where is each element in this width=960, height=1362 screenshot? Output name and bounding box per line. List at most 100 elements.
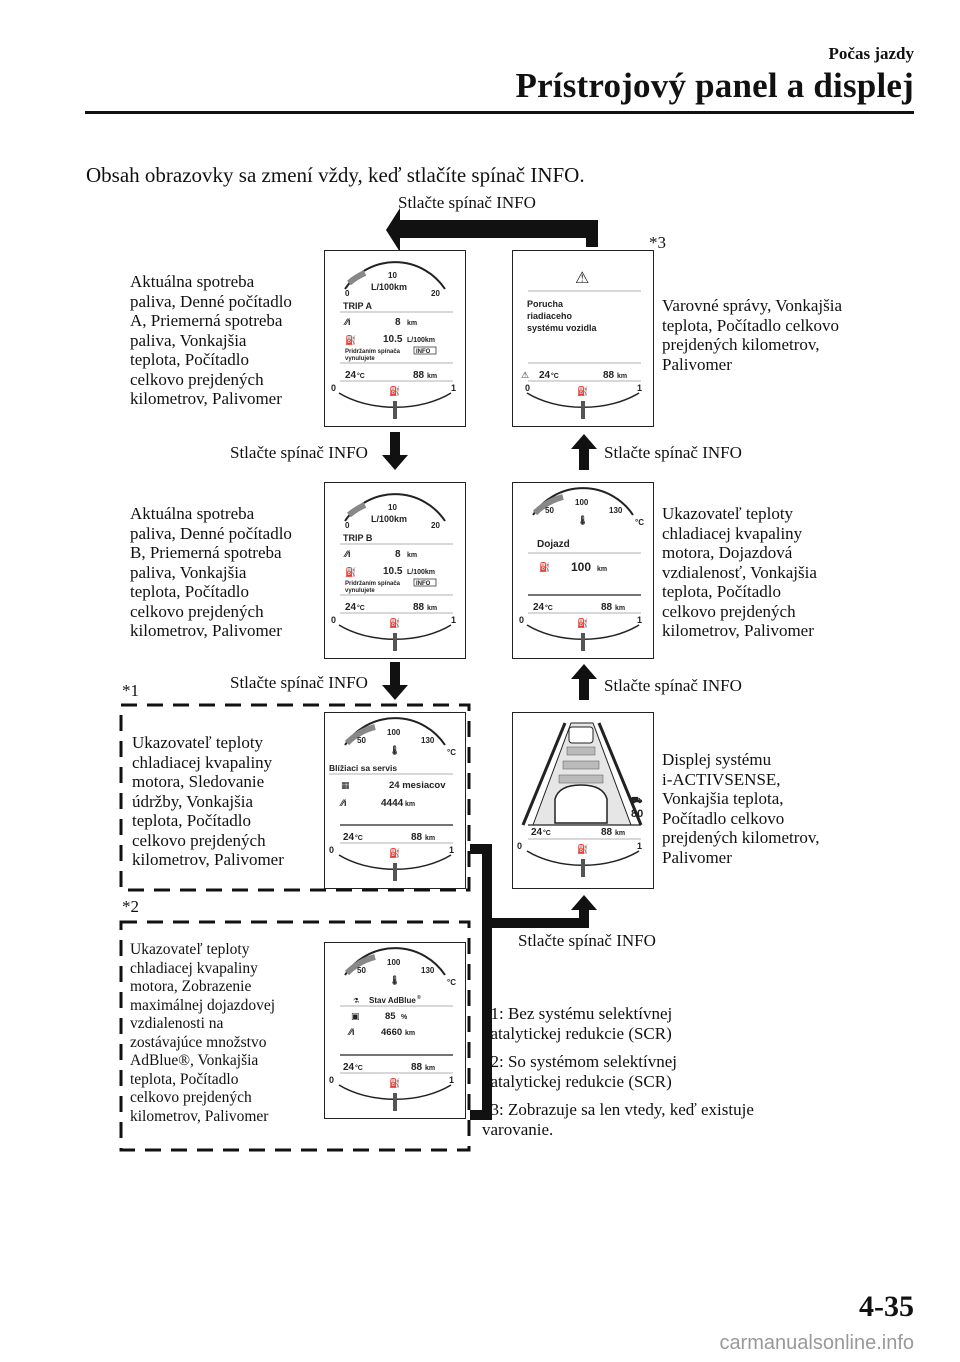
- svg-text:130: 130: [421, 966, 435, 975]
- fuel-icon: ⛽: [577, 617, 588, 628]
- svg-text:88: 88: [413, 602, 425, 613]
- svg-text:8: 8: [395, 317, 401, 328]
- svg-text:10.5: 10.5: [383, 334, 403, 345]
- svg-text:88: 88: [601, 827, 613, 838]
- svg-text:24: 24: [343, 1062, 355, 1073]
- svg-text:L/100km: L/100km: [371, 514, 407, 524]
- svg-text:Porucha: Porucha: [527, 299, 564, 309]
- svg-text:88: 88: [413, 370, 425, 381]
- svg-text:L/100km: L/100km: [407, 337, 435, 344]
- svg-text:0: 0: [331, 615, 336, 625]
- svg-text:°C: °C: [635, 518, 644, 527]
- intro-text: Obsah obrazovky sa zmení vždy, keď stlač…: [86, 163, 585, 187]
- press-label-right-2: Stlačte spínač INFO: [604, 676, 742, 695]
- fuel-icon: ⛽: [577, 843, 588, 854]
- svg-text:100: 100: [571, 560, 591, 574]
- svg-text:vynulujete: vynulujete: [345, 588, 375, 594]
- svg-text:L/100km: L/100km: [371, 282, 407, 292]
- bracket-horizontal: [492, 918, 589, 928]
- svg-text:10: 10: [388, 503, 397, 512]
- fuel-icon: ⛽: [389, 617, 400, 628]
- arrow-top-loop: [386, 208, 598, 252]
- section-title: Počas jazdy: [828, 44, 914, 63]
- svg-text:°C: °C: [543, 829, 551, 837]
- svg-text:88: 88: [601, 602, 613, 613]
- bracket-bottom: [470, 1110, 492, 1120]
- distance-icon: ⁄⁄i: [343, 549, 351, 559]
- svg-text:systému vozidla: systému vozidla: [527, 323, 598, 333]
- svg-text:20: 20: [431, 289, 440, 298]
- star-3: *3: [649, 233, 666, 252]
- consumption-gauge-fill: [347, 270, 367, 286]
- svg-text:4444: 4444: [381, 798, 404, 809]
- press-label-right-1: Stlačte spínač INFO: [604, 443, 742, 462]
- svg-text:10: 10: [388, 271, 397, 280]
- adblue-icon: ⚗: [353, 997, 359, 1005]
- svg-text:°C: °C: [357, 604, 365, 612]
- svg-text:°C: °C: [357, 372, 365, 380]
- svg-text:km: km: [617, 373, 627, 380]
- fuel-icon: ⛽: [389, 847, 400, 858]
- svg-text:°C: °C: [355, 834, 363, 842]
- svg-text:24: 24: [539, 370, 551, 381]
- svg-text:0: 0: [331, 383, 336, 393]
- svg-text:km: km: [427, 373, 437, 380]
- svg-text:10.5: 10.5: [383, 566, 403, 577]
- svg-text:km: km: [407, 320, 417, 327]
- svg-text:1: 1: [637, 615, 642, 625]
- svg-text:Dojazd: Dojazd: [537, 539, 570, 550]
- svg-text:24: 24: [343, 832, 355, 843]
- svg-text:L/100km: L/100km: [407, 569, 435, 576]
- press-label-bottom: Stlačte spínač INFO: [518, 931, 656, 950]
- svg-text:1: 1: [637, 383, 642, 393]
- fuel-icon: ⛽: [389, 1077, 400, 1088]
- fuel-pump-icon: ⛽: [345, 566, 356, 577]
- svg-text:1: 1: [637, 841, 642, 851]
- svg-text:50: 50: [357, 966, 366, 975]
- warning-icon: ⚠: [575, 270, 589, 287]
- svg-text:0: 0: [329, 845, 334, 855]
- svg-text:km: km: [405, 801, 415, 808]
- svg-text:0: 0: [519, 615, 524, 625]
- own-car-icon: [554, 784, 608, 824]
- svg-text:km: km: [407, 552, 417, 559]
- svg-text:1: 1: [449, 845, 454, 855]
- watermark: carmanualsonline.info: [719, 1332, 914, 1354]
- svg-text:24: 24: [533, 602, 545, 613]
- svg-text:TRIP B: TRIP B: [343, 533, 373, 543]
- svg-text:km: km: [615, 830, 625, 837]
- svg-text:®: ®: [417, 994, 421, 1001]
- svg-text:50: 50: [545, 506, 554, 515]
- svg-text:riadiaceho: riadiaceho: [527, 311, 573, 321]
- distance-icon: ⁄⁄i: [339, 798, 347, 808]
- svg-text:1: 1: [451, 615, 456, 625]
- lead-car-icon: [568, 726, 594, 744]
- coolant-icon: 🌡: [389, 745, 400, 755]
- svg-text:0: 0: [525, 383, 530, 393]
- svg-text:100: 100: [387, 958, 401, 967]
- panel-trip-a: 0 10 20 L/100km TRIP A ⁄⁄i 8 km ⛽ 10.5 L…: [324, 250, 466, 427]
- svg-text:1: 1: [449, 1075, 454, 1085]
- panel-range: 50 100 130 °C 🌡 Dojazd ⛽ 100 km 24 °C 88…: [512, 482, 654, 659]
- svg-text:80: 80: [631, 808, 643, 820]
- arrow-down-1: [382, 432, 408, 470]
- svg-text:°C: °C: [355, 1064, 363, 1072]
- svg-text:°C: °C: [447, 978, 456, 987]
- dashed-box-1: [119, 703, 471, 892]
- svg-text:km: km: [425, 835, 435, 842]
- svg-text:8: 8: [395, 549, 401, 560]
- fuel-pump-icon: ⛽: [345, 334, 356, 345]
- svg-text:50: 50: [357, 736, 366, 745]
- panel-iactivsense: ⛟ 80 24 °C 88 km 0 1 ⛽: [512, 712, 654, 889]
- arrow-down-2: [382, 662, 408, 700]
- svg-text:0: 0: [517, 841, 522, 851]
- panel-service: 50 100 130 °C 🌡 Blížiaci sa servis ▦ 24 …: [324, 712, 466, 889]
- arrow-up-3: [571, 895, 597, 928]
- svg-text:130: 130: [421, 736, 435, 745]
- svg-text:0: 0: [345, 521, 350, 530]
- svg-text:Stav AdBlue: Stav AdBlue: [369, 996, 416, 1005]
